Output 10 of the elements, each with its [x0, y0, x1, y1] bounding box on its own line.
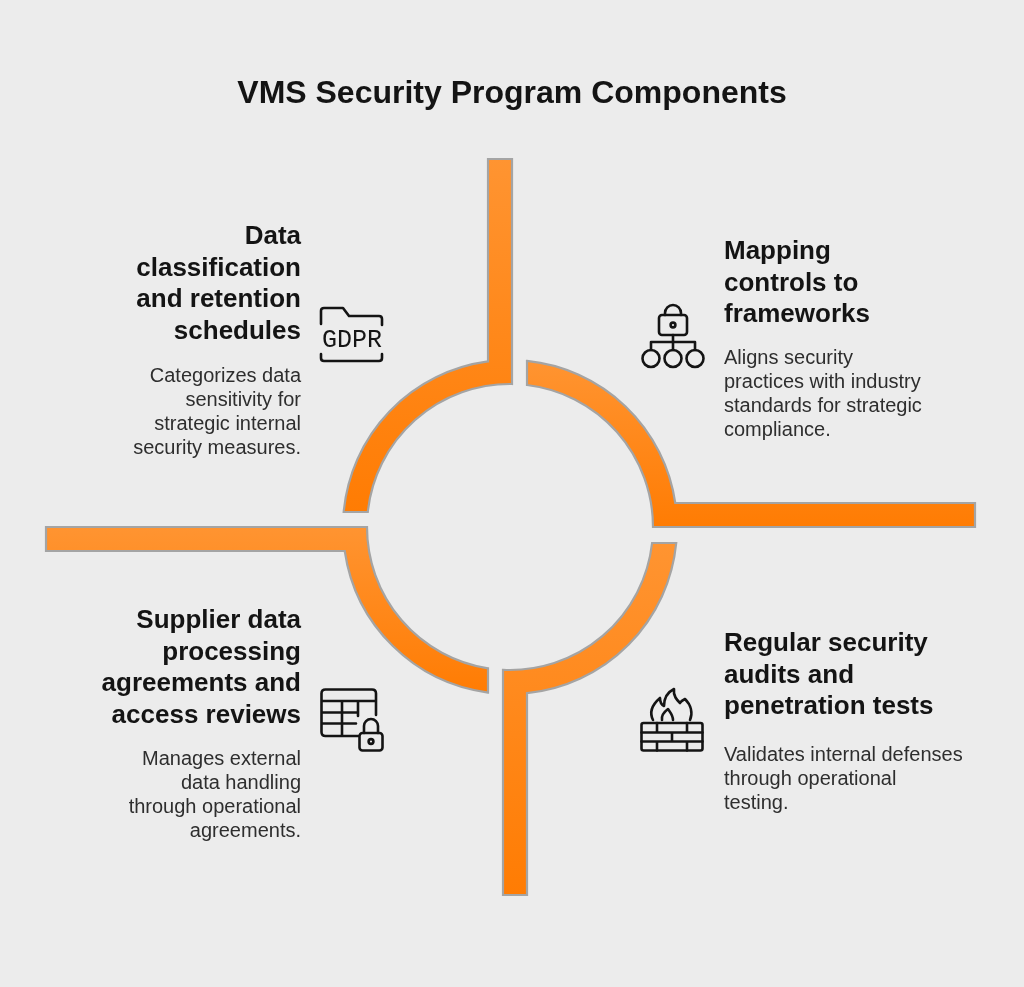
- section-heading: Mapping controls to frameworks: [724, 235, 871, 330]
- section-description: Validates internal defenses through operational testing.: [724, 742, 964, 814]
- section-description: Manages external data handling through operational agreements.: [127, 746, 301, 842]
- icon-label: GDPR: [322, 328, 382, 353]
- section-heading: Regular security audits and penetration tests: [724, 627, 935, 722]
- section-heading: Supplier data processing agreements and access reviews: [100, 604, 301, 730]
- section-description: Aligns security practices with industry standards for strategic compliance.: [724, 345, 923, 441]
- diagram-title: VMS Security Program Components: [237, 73, 787, 112]
- section-heading: Data classification and retention schedules: [135, 220, 301, 346]
- section-description: Categorizes data sensitivity for strategic internal security measures.: [132, 363, 301, 459]
